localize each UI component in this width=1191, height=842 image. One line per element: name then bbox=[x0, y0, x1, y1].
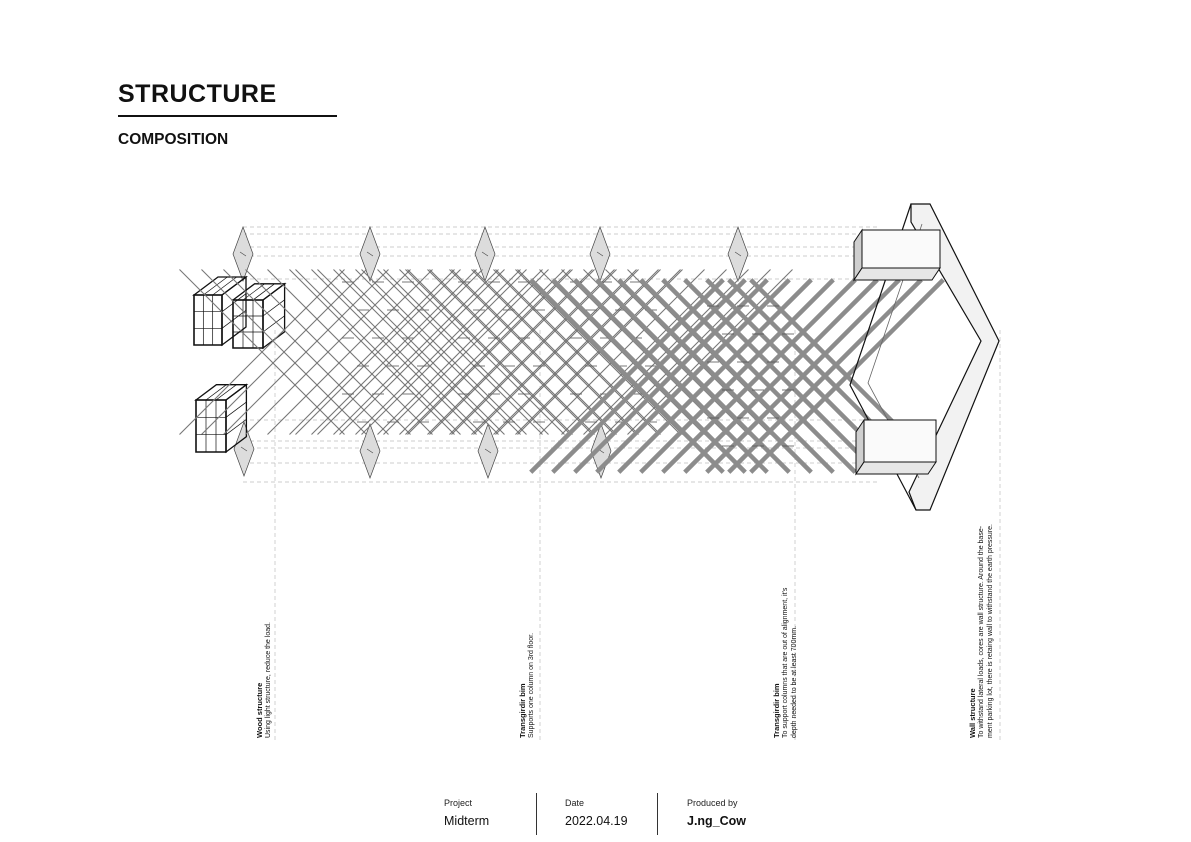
label-title: Wall structure bbox=[968, 688, 977, 738]
wood-front-face bbox=[195, 399, 227, 453]
panel-mark bbox=[240, 446, 248, 452]
diagrid-beam bbox=[427, 269, 593, 435]
wood-member bbox=[252, 283, 275, 301]
diagrid-beam bbox=[449, 269, 615, 435]
core-box bbox=[861, 229, 941, 269]
produced-label: Produced by bbox=[687, 798, 738, 808]
diagrid-beam bbox=[727, 278, 923, 474]
diagrid-beam bbox=[493, 269, 659, 435]
diagrid-beam bbox=[749, 278, 945, 474]
diagrid-beam bbox=[661, 278, 857, 474]
project-value: Midterm bbox=[444, 814, 490, 828]
wall-structure-drawing bbox=[849, 203, 1000, 511]
wood-member bbox=[203, 276, 228, 296]
label-title: Transgirdir bim bbox=[518, 683, 527, 738]
wood-member bbox=[242, 283, 265, 301]
label-wall-structure: Wall structure To withstand lateral load… bbox=[968, 478, 995, 738]
wood-front-face bbox=[232, 299, 264, 349]
wood-front-face bbox=[193, 294, 223, 346]
diagrid-beam bbox=[573, 278, 769, 474]
diagrid bbox=[179, 269, 565, 435]
produced-value: J.ng_Cow bbox=[687, 814, 747, 828]
diagrid-beam bbox=[551, 278, 747, 474]
footer-produced: Produced by J.ng_Cow bbox=[687, 798, 746, 828]
footer-project: Project Midterm bbox=[444, 798, 489, 828]
panel-mark bbox=[484, 448, 492, 454]
label-title: Transgirdir bim bbox=[772, 683, 781, 738]
page-title: STRUCTURE bbox=[118, 80, 277, 108]
title-underline bbox=[118, 115, 337, 117]
wood-member bbox=[225, 419, 247, 435]
label-text: ment parking lot, there is retaing wall … bbox=[987, 524, 994, 738]
label-text: Using light structure, reduce the load. bbox=[265, 622, 272, 738]
label-text: Supports one column on 3rd floor. bbox=[528, 632, 535, 738]
diagrid-beam bbox=[515, 269, 681, 435]
diagrid-beam bbox=[355, 269, 521, 435]
core-box bbox=[863, 419, 937, 463]
diagrid-beam bbox=[595, 278, 791, 474]
panel-mark bbox=[239, 251, 247, 257]
diagrid-beam bbox=[683, 278, 879, 474]
diagrid-beam bbox=[639, 278, 835, 474]
page-subtitle: COMPOSITION bbox=[118, 131, 229, 148]
panel-mark bbox=[481, 251, 489, 257]
wood-member bbox=[205, 384, 227, 401]
core-panels bbox=[232, 225, 749, 480]
wood-side-face bbox=[262, 282, 286, 350]
date-label: Date bbox=[565, 798, 585, 808]
core-box-bottom bbox=[853, 267, 941, 281]
footer-divider bbox=[657, 793, 658, 835]
label-text: depth needed to be at least 700mm. bbox=[791, 625, 798, 738]
diagrid-beam bbox=[333, 269, 499, 435]
panel-mark bbox=[596, 251, 604, 257]
core-box-bottom bbox=[855, 461, 937, 475]
project-label: Project bbox=[444, 798, 473, 808]
diagrid-beam bbox=[617, 278, 813, 474]
panel-mark bbox=[366, 251, 374, 257]
wood-member bbox=[221, 310, 247, 329]
label-text: To support columns that are out of align… bbox=[782, 587, 789, 738]
diagrid-beam bbox=[705, 278, 901, 474]
diagrid bbox=[295, 269, 681, 435]
label-transgirdir-2: Transgirdir bim To support columns that … bbox=[772, 458, 799, 738]
diagrid bbox=[529, 278, 945, 474]
label-title: Wood structure bbox=[255, 682, 264, 738]
label-transgirdir-1: Transgirdir bim Supports one column on 3… bbox=[518, 458, 536, 738]
panel-mark bbox=[734, 251, 742, 257]
date-value: 2022.04.19 bbox=[565, 814, 628, 828]
wood-member bbox=[262, 299, 285, 317]
panel-mark bbox=[366, 448, 374, 454]
wood-member bbox=[212, 276, 237, 296]
footer-divider bbox=[536, 793, 537, 835]
diagrid-beam bbox=[377, 269, 543, 435]
alignment-guides bbox=[243, 226, 1001, 740]
diagrid-beam bbox=[471, 269, 637, 435]
footer-date: Date 2022.04.19 bbox=[565, 798, 628, 828]
label-text: To withstand lateral loads, cores are wa… bbox=[978, 525, 985, 738]
wood-member bbox=[225, 401, 247, 418]
diagrid-beam bbox=[311, 269, 477, 435]
diagrid-beam bbox=[529, 278, 725, 474]
diagrid-beam bbox=[399, 269, 565, 435]
wood-member bbox=[215, 384, 237, 401]
wood-member bbox=[262, 315, 285, 333]
label-wood-structure: Wood structure Using light structure, re… bbox=[255, 458, 273, 738]
diagrid-drawings bbox=[179, 269, 945, 474]
